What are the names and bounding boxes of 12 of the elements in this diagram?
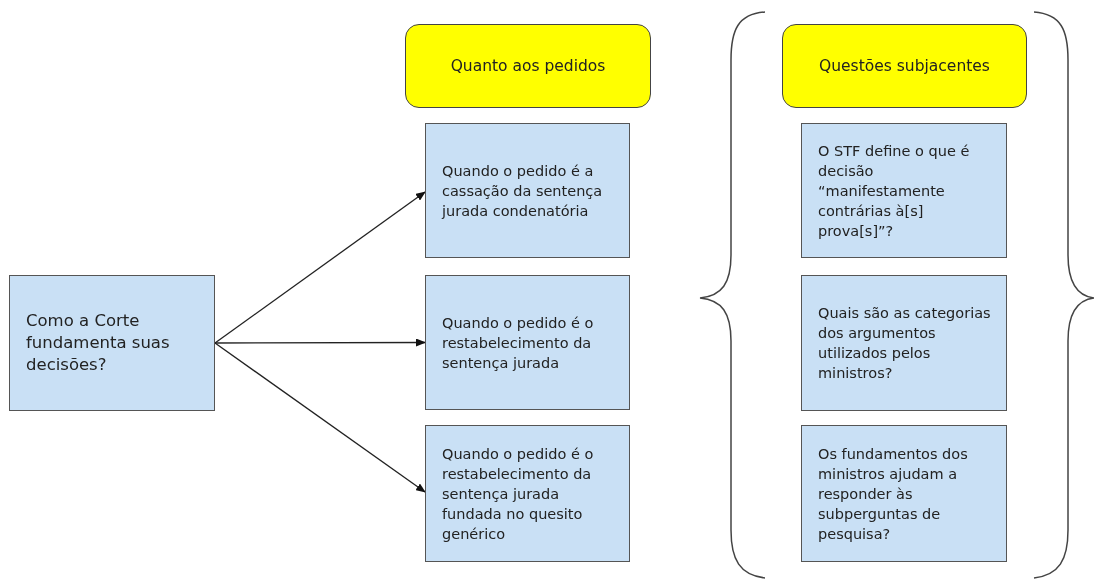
arrow	[214, 342, 426, 493]
arrow	[214, 338, 426, 347]
question-box: Quando o pedido é o restabelecimento da sentença jurada fundada no quesito genérico	[425, 425, 630, 562]
question-box: Como a Corte fundamenta suas decisões?	[9, 275, 215, 411]
arrow	[214, 191, 426, 344]
question-box: Os fundamentos dos ministros ajudam a responder às subperguntas de pesquisa?	[801, 425, 1007, 562]
question-box: Quando o pedido é o restabelecimento da sentença jurada	[425, 275, 630, 410]
header-box: Questões subjacentes	[782, 24, 1027, 108]
question-box: Quando o pedido é a cassação da sentença jurada condenatória	[425, 123, 630, 258]
header-box: Quanto aos pedidos	[405, 24, 651, 108]
question-box: O STF define o que é decisão “manifestamente contrárias à[s] prova[s]”?	[801, 123, 1007, 258]
question-box: Quais são as categorias dos argumentos utilizados pelos ministros?	[801, 275, 1007, 411]
